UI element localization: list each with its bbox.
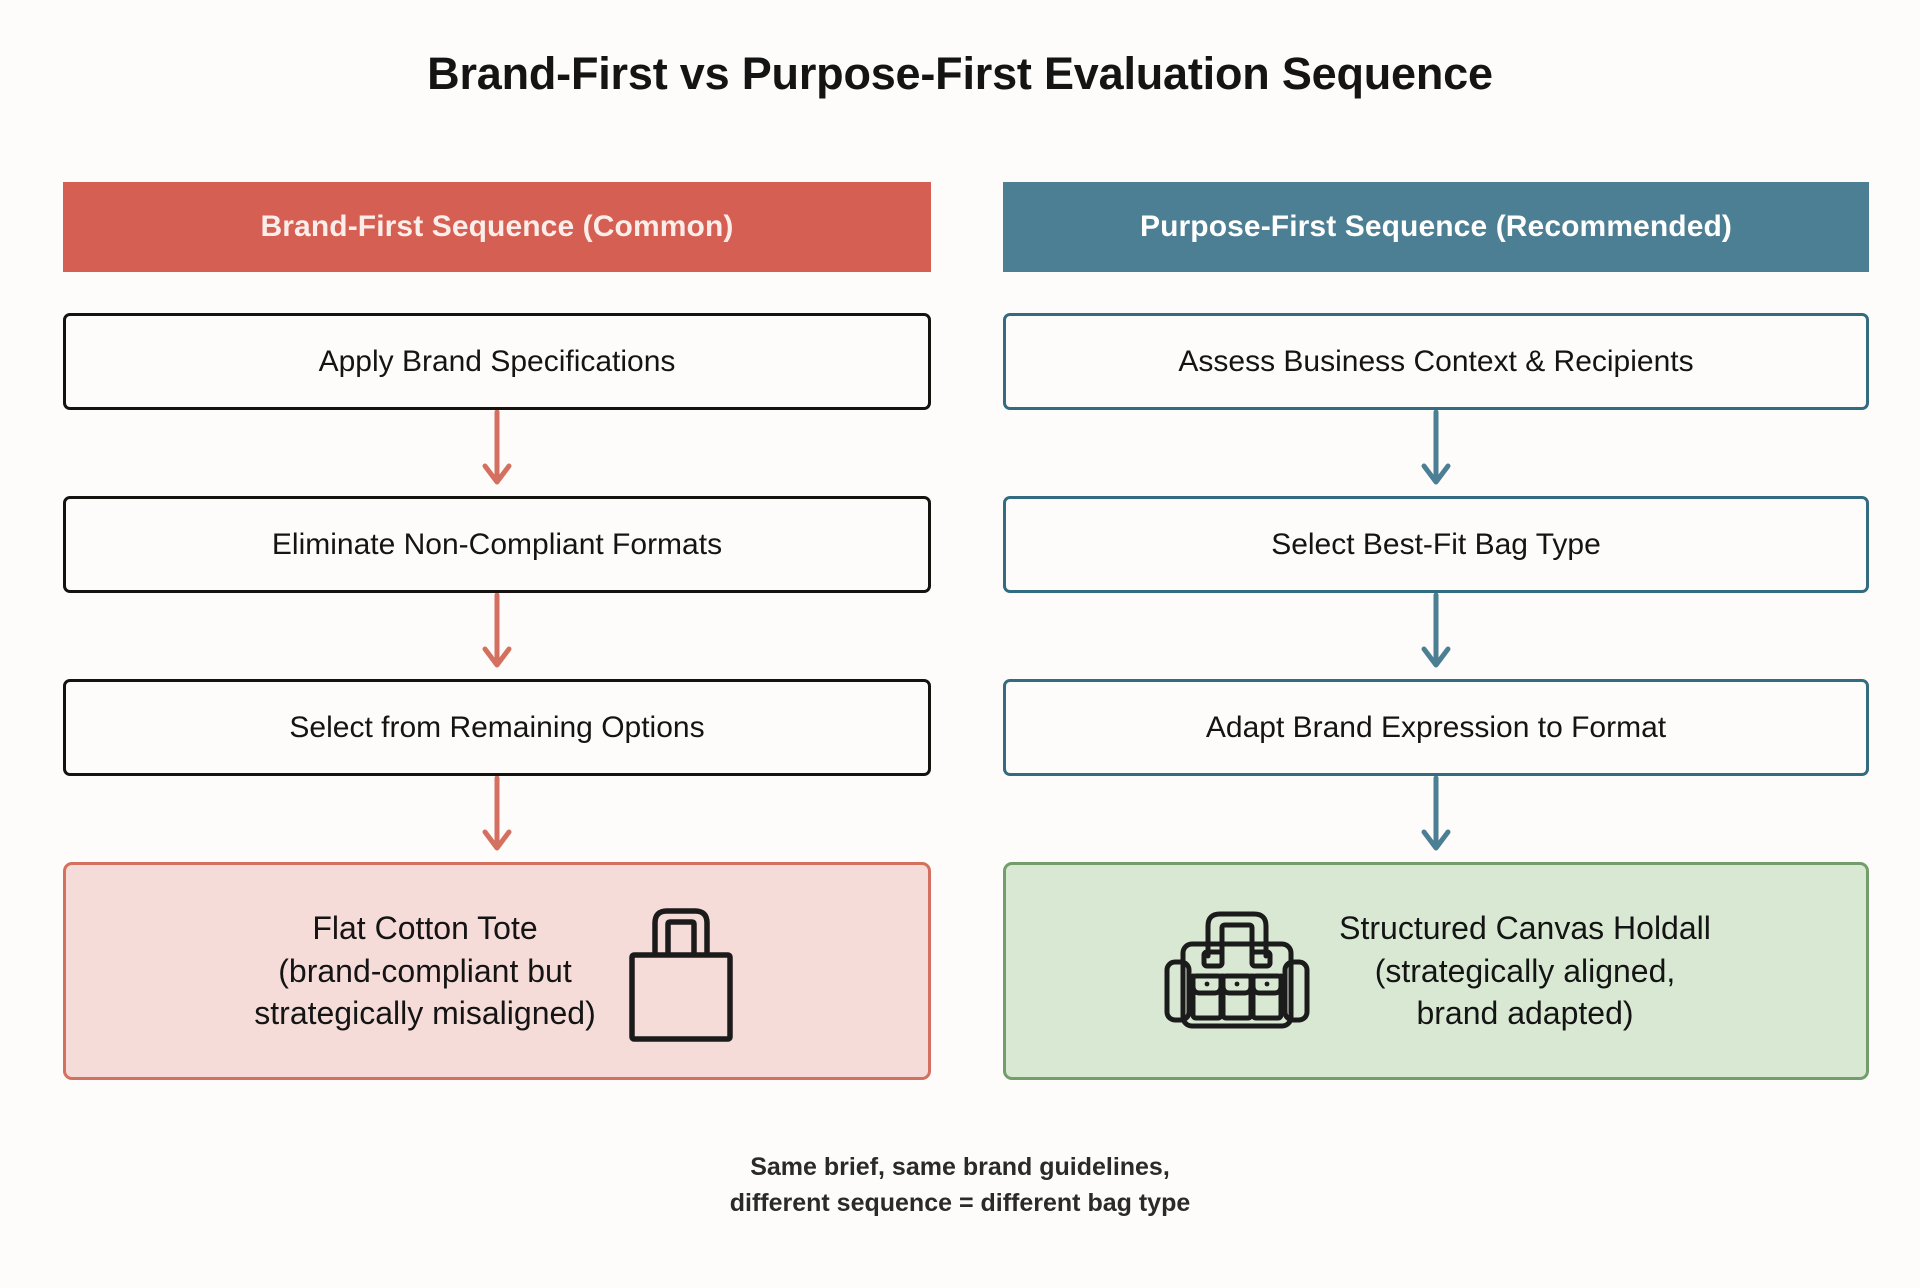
down-arrow-icon — [1421, 410, 1451, 485]
step-box-brand-2: Eliminate Non-Compliant Formats — [63, 496, 931, 593]
spacer — [1003, 272, 1869, 313]
column-brand-first: Brand-First Sequence (Common) Apply Bran… — [63, 182, 931, 1080]
down-arrow-icon — [482, 410, 512, 485]
column-header-purpose-first: Purpose-First Sequence (Recommended) — [1003, 182, 1869, 272]
tote-bag-icon — [628, 908, 733, 1042]
result-box-purpose-first: Structured Canvas Holdall (strategically… — [1003, 862, 1869, 1080]
column-purpose-first: Purpose-First Sequence (Recommended) Ass… — [1003, 182, 1869, 1080]
spacer — [63, 272, 931, 313]
footer-caption: Same brief, same brand guidelines, diffe… — [729, 1153, 1191, 1217]
down-arrow-icon — [482, 776, 512, 851]
result-label-brand-first: Flat Cotton Tote (brand-compliant but st… — [254, 910, 596, 1032]
step-box-purpose-2: Select Best-Fit Bag Type — [1003, 496, 1869, 593]
step-box-brand-1: Apply Brand Specifications — [63, 313, 931, 410]
holdall-bag-icon — [1164, 911, 1310, 1029]
arrow-brand-2 — [63, 593, 931, 679]
arrow-brand-1 — [63, 410, 931, 496]
step-box-brand-3: Select from Remaining Options — [63, 679, 931, 776]
arrow-purpose-3 — [1003, 776, 1869, 862]
down-arrow-icon — [1421, 593, 1451, 668]
arrow-brand-3 — [63, 776, 931, 862]
step-box-purpose-3: Adapt Brand Expression to Format — [1003, 679, 1869, 776]
arrow-purpose-1 — [1003, 410, 1869, 496]
arrow-purpose-2 — [1003, 593, 1869, 679]
down-arrow-icon — [1421, 776, 1451, 851]
result-box-brand-first: Flat Cotton Tote (brand-compliant but st… — [63, 862, 931, 1080]
step-box-purpose-1: Assess Business Context & Recipients — [1003, 313, 1869, 410]
column-header-brand-first: Brand-First Sequence (Common) — [63, 182, 931, 272]
page-title: Brand-First vs Purpose-First Evaluation … — [427, 48, 1493, 99]
result-label-purpose-first: Structured Canvas Holdall (strategically… — [1339, 910, 1711, 1032]
down-arrow-icon — [482, 593, 512, 668]
